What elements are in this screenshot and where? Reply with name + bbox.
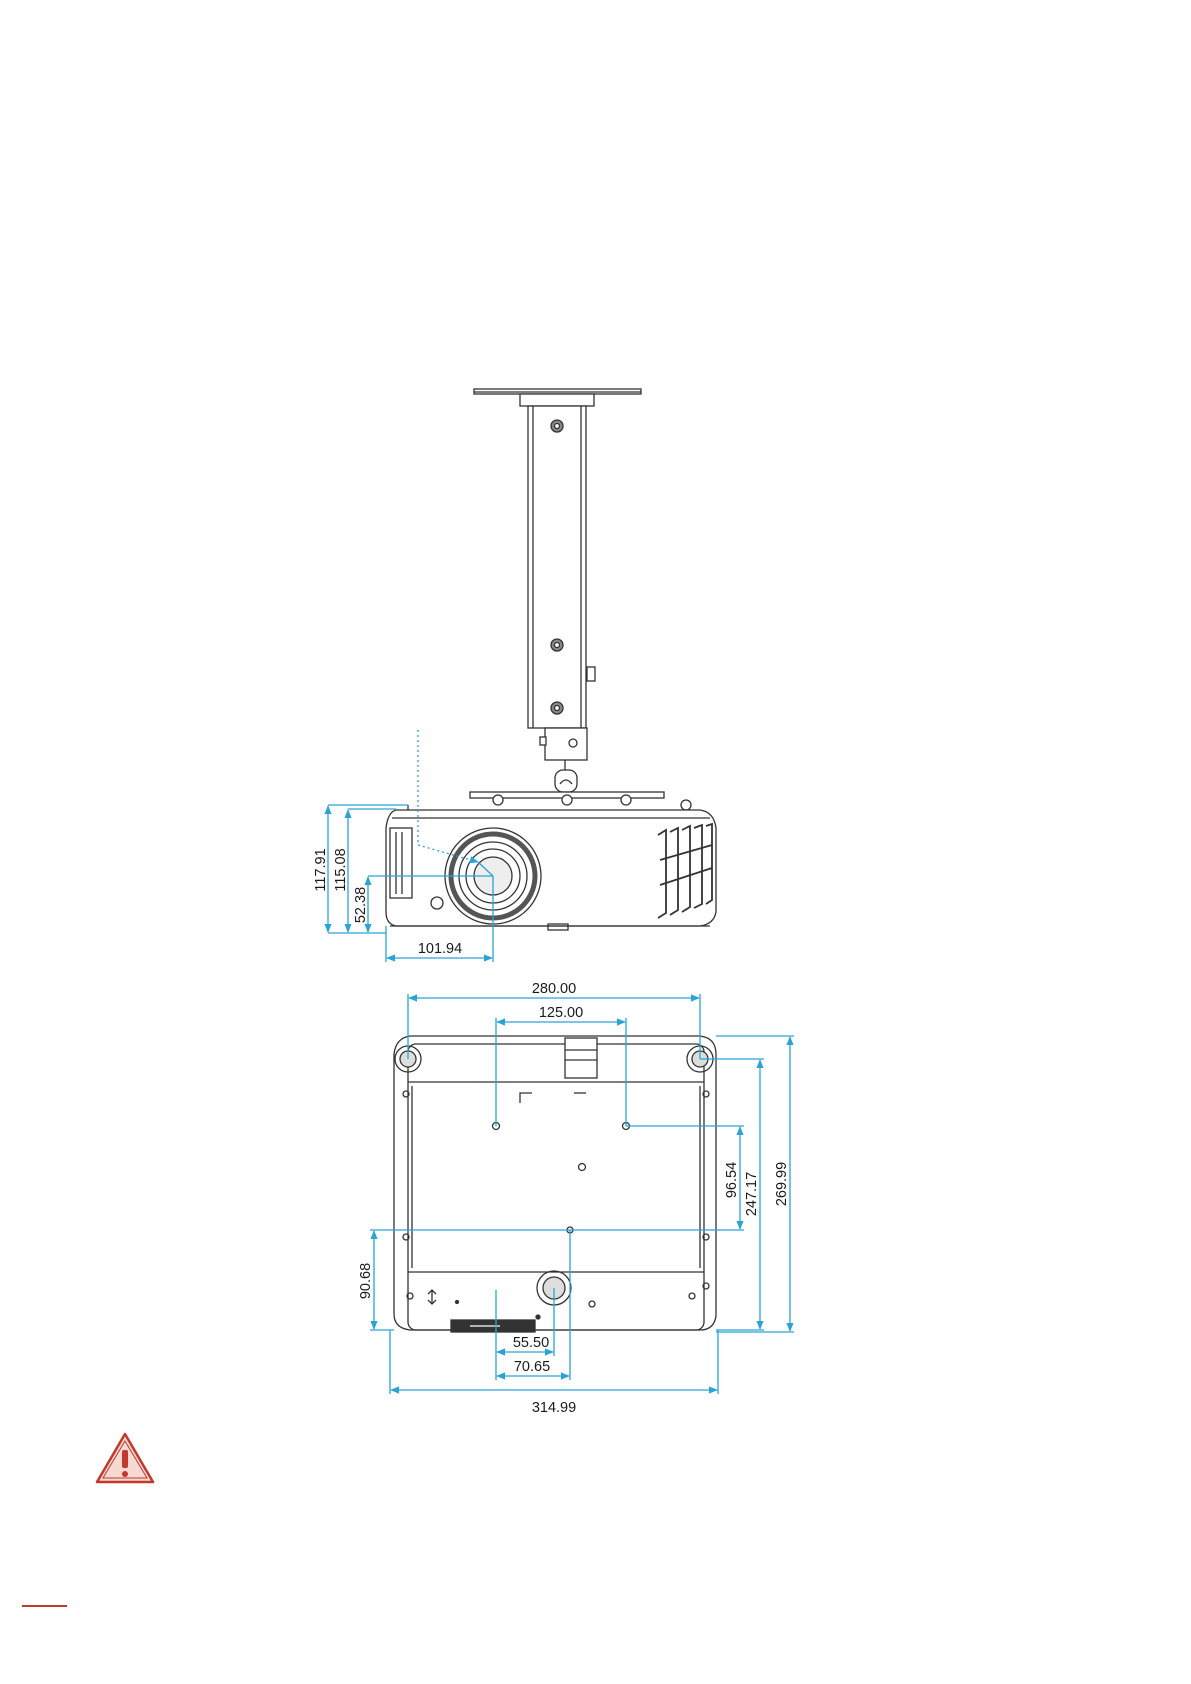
mount-pole bbox=[528, 406, 586, 728]
warning-triangle-icon bbox=[97, 1434, 153, 1482]
dim-rear-hole-offset: 90.68 bbox=[358, 1263, 374, 1299]
ceiling-mount bbox=[470, 389, 691, 810]
dim-foot-offset-b: 70.65 bbox=[514, 1359, 550, 1375]
dim-height-body: 115.08 bbox=[333, 848, 349, 891]
projector-bottom-view bbox=[394, 1036, 716, 1332]
dim-mount-hole-spacing: 125.00 bbox=[539, 1005, 583, 1021]
dim-mount-hole-depth: 96.54 bbox=[724, 1162, 740, 1198]
dim-depth-total: 269.99 bbox=[774, 1162, 790, 1206]
dim-lens-center-offset: 101.94 bbox=[418, 941, 462, 957]
footer-accent-rule bbox=[22, 1605, 67, 1607]
dim-foot-spacing-width: 280.00 bbox=[532, 981, 576, 997]
dim-lens-center-height: 52.38 bbox=[353, 887, 369, 923]
mount-hole-center bbox=[579, 1164, 586, 1171]
dim-height-total: 117.91 bbox=[313, 848, 329, 891]
dim-depth-body: 247.17 bbox=[744, 1172, 760, 1216]
projector-front-view bbox=[386, 805, 716, 930]
dim-width-total: 314.99 bbox=[532, 1400, 576, 1416]
dim-foot-offset-a: 55.50 bbox=[513, 1335, 549, 1351]
